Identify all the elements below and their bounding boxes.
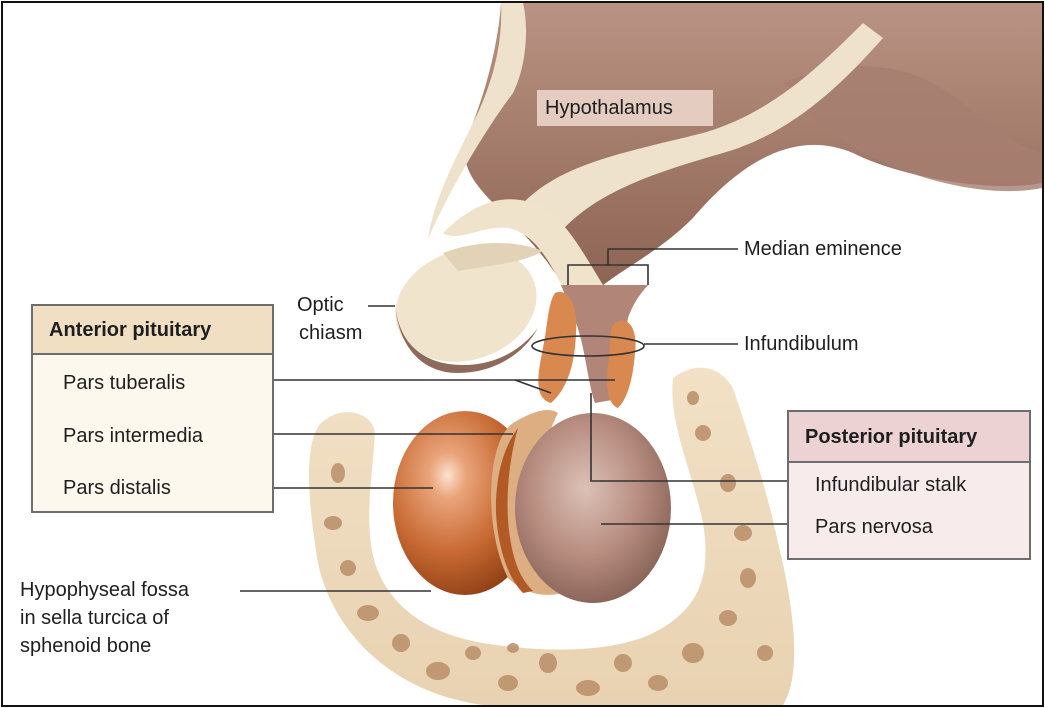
infundibulum-shape — [561, 285, 648, 403]
pars-tuberalis-shape — [538, 292, 577, 403]
anterior-pituitary-title: Anterior pituitary — [33, 306, 272, 355]
anterior-pituitary-panel: Anterior pituitary Pars tuberalis Pars i… — [31, 304, 274, 513]
optic-chiasm-label-line1: Optic — [297, 294, 344, 316]
optic-chiasm-label-line2: chiasm — [299, 322, 363, 344]
posterior-pituitary-panel: Posterior pituitary Infundibular stalk P… — [787, 410, 1031, 560]
pars-nervosa-label: Pars nervosa — [815, 516, 933, 538]
optic-chiasm-shape — [395, 248, 537, 362]
fossa-label-line3: sphenoid bone — [20, 635, 152, 657]
pars-distalis-label: Pars distalis — [63, 477, 171, 499]
pars-tuberalis-label: Pars tuberalis — [63, 372, 186, 394]
infundibulum-label: Infundibulum — [744, 333, 859, 355]
fossa-label-line1: Hypophyseal fossa — [20, 579, 189, 601]
sella-turcica-bone — [308, 367, 795, 705]
hypothalamus-label: Hypothalamus — [545, 97, 673, 119]
pars-intermedia-label: Pars intermedia — [63, 425, 204, 447]
infundibular-stalk-label: Infundibular stalk — [815, 474, 967, 496]
median-eminence-label: Median eminence — [744, 238, 902, 260]
pituitary-illustration — [207, 3, 1042, 705]
hypothalamus-label-box: Hypothalamus — [537, 90, 713, 126]
fossa-label-line2: in sella turcica of — [20, 607, 169, 629]
posterior-pituitary-title: Posterior pituitary — [789, 412, 1029, 463]
pars-nervosa-shape — [515, 413, 671, 603]
